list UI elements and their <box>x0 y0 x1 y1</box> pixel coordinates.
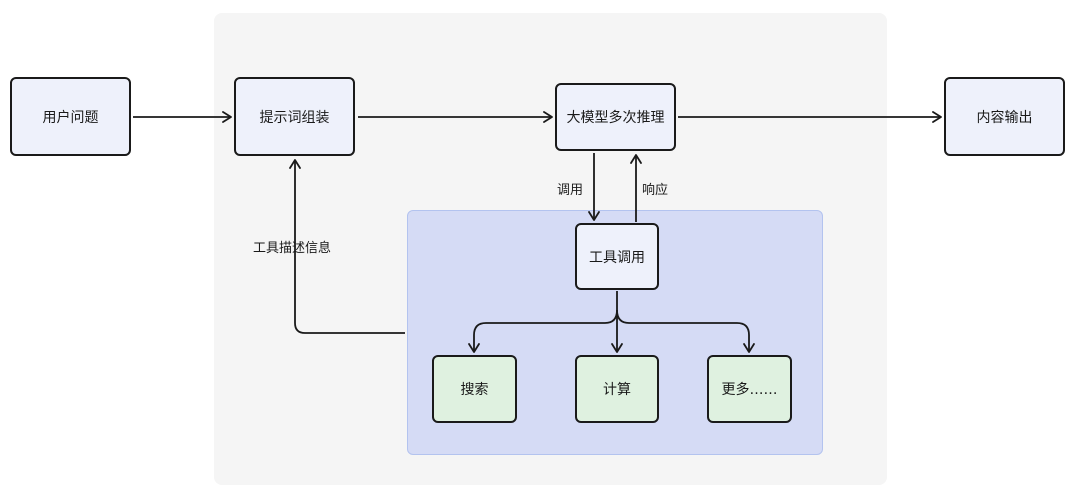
arrow-toolcall-to-search <box>468 309 618 353</box>
label-tool-description: 工具描述信息 <box>253 241 332 256</box>
arrow-tool-description <box>289 159 405 334</box>
node-user-question: 用户问题 <box>10 77 131 156</box>
node-more: 更多…… <box>707 355 792 423</box>
node-tool-call: 工具调用 <box>575 223 659 290</box>
node-compute: 计算 <box>575 355 659 423</box>
node-prompt-assembly: 提示词组装 <box>234 77 355 156</box>
node-llm-reasoning: 大模型多次推理 <box>555 83 676 151</box>
label-call: 调用 <box>557 183 584 198</box>
node-output: 内容输出 <box>944 77 1065 156</box>
label-response: 响应 <box>642 183 669 198</box>
arrow-toolcall-to-more <box>616 309 755 353</box>
node-search: 搜索 <box>432 355 517 423</box>
